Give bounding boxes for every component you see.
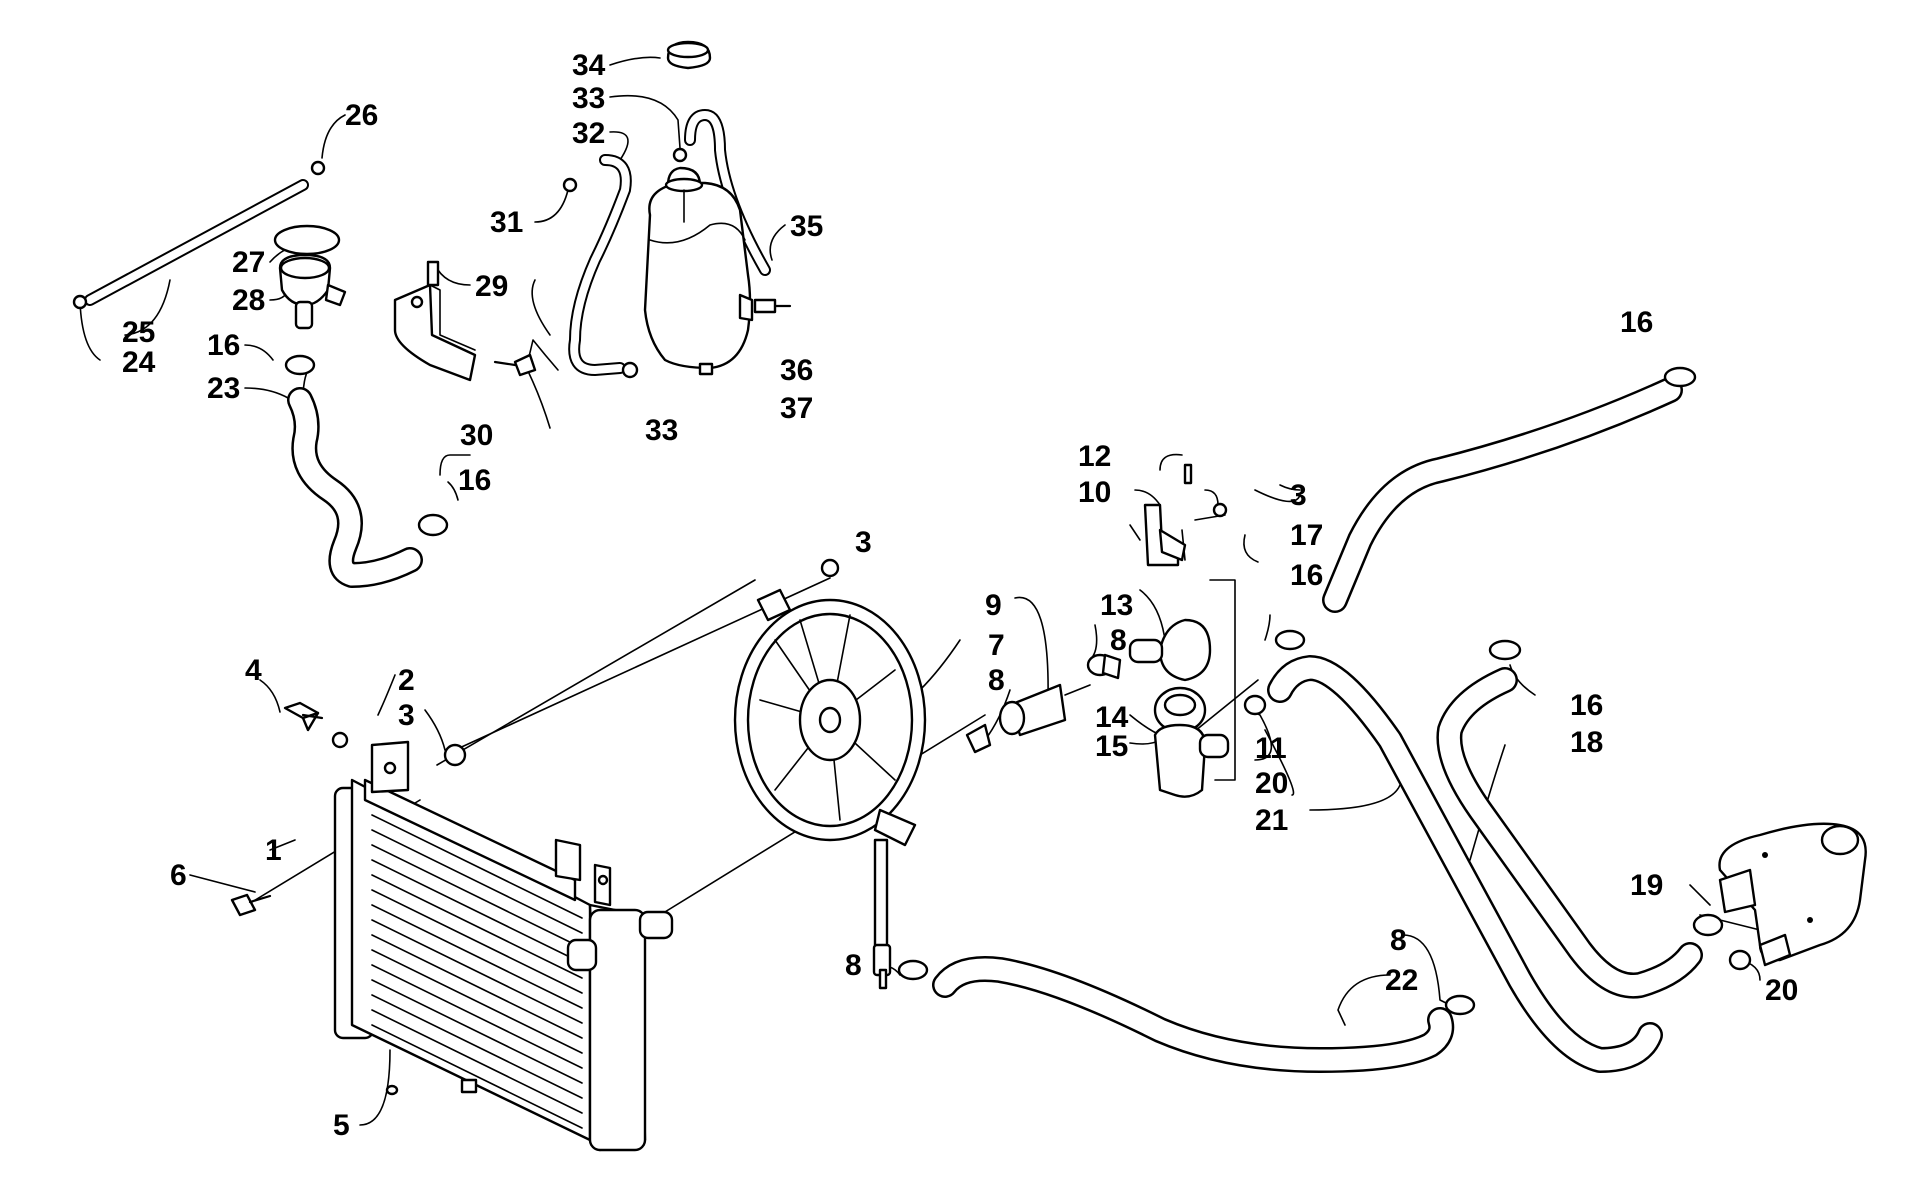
callout-28: 28 [232, 284, 265, 317]
callout-18: 18 [1570, 726, 1603, 759]
callout-16: 16 [1620, 306, 1653, 339]
callout-1: 1 [265, 834, 282, 867]
callout-8: 8 [1390, 924, 1407, 957]
callout-34: 34 [572, 49, 606, 82]
callout-8: 8 [1110, 624, 1127, 657]
callout-3: 3 [398, 699, 415, 732]
callout-23: 23 [207, 372, 240, 405]
callout-11: 11 [1255, 732, 1287, 765]
filler-neck [273, 224, 347, 330]
callout-12: 12 [1078, 440, 1111, 473]
callout-22: 22 [1385, 964, 1418, 997]
water-pump-housing [1718, 822, 1867, 967]
coolant-hoses [84, 108, 1703, 1073]
hose-clamps [72, 147, 1752, 1016]
callout-36: 36 [780, 354, 813, 387]
callout-8: 8 [988, 664, 1005, 697]
callout-25: 25 [122, 316, 155, 349]
callout-5: 5 [333, 1109, 350, 1142]
cooling-fan [733, 588, 927, 990]
callout-6: 6 [170, 859, 187, 892]
callout-20: 20 [1255, 767, 1288, 800]
callout-19: 19 [1630, 869, 1663, 902]
hose-fittings-fan [965, 653, 1122, 754]
callout-16: 16 [1290, 559, 1323, 592]
callout-3: 3 [1290, 479, 1307, 512]
callout-labels: 34 33 32 31 35 26 27 29 28 25 24 16 23 3… [122, 49, 1798, 1142]
callout-14: 14 [1095, 701, 1129, 734]
callout-26: 26 [345, 99, 378, 132]
callout-16: 16 [1570, 689, 1603, 722]
callout-32: 32 [572, 117, 605, 150]
thermostat-assembly [1128, 463, 1230, 798]
callout-16: 16 [458, 464, 491, 497]
callout-4: 4 [245, 654, 262, 687]
callout-2: 2 [398, 664, 415, 697]
radiator [333, 740, 674, 1152]
callout-17: 17 [1290, 519, 1323, 552]
callout-3: 3 [855, 526, 872, 559]
callout-31: 31 [490, 206, 523, 239]
radiator-hardware [230, 558, 840, 1096]
callout-37: 37 [780, 392, 813, 425]
callout-35: 35 [790, 210, 823, 243]
callout-33: 33 [645, 414, 678, 447]
reservoir-bracket [393, 260, 537, 382]
callout-13: 13 [1100, 589, 1133, 622]
callout-29: 29 [475, 270, 508, 303]
callout-20: 20 [1765, 974, 1798, 1007]
callout-30: 30 [460, 419, 493, 452]
callout-33: 33 [572, 82, 605, 115]
callout-16: 16 [207, 329, 240, 362]
callout-8: 8 [845, 949, 862, 982]
callout-24: 24 [122, 346, 156, 379]
coolant-reservoir [643, 40, 792, 376]
callout-9: 9 [985, 589, 1002, 622]
callout-10: 10 [1078, 476, 1111, 509]
callout-7: 7 [988, 629, 1005, 662]
callout-21: 21 [1255, 804, 1288, 837]
callout-27: 27 [232, 246, 265, 279]
callout-15: 15 [1095, 730, 1128, 763]
leader-lines [79, 56, 1761, 1126]
